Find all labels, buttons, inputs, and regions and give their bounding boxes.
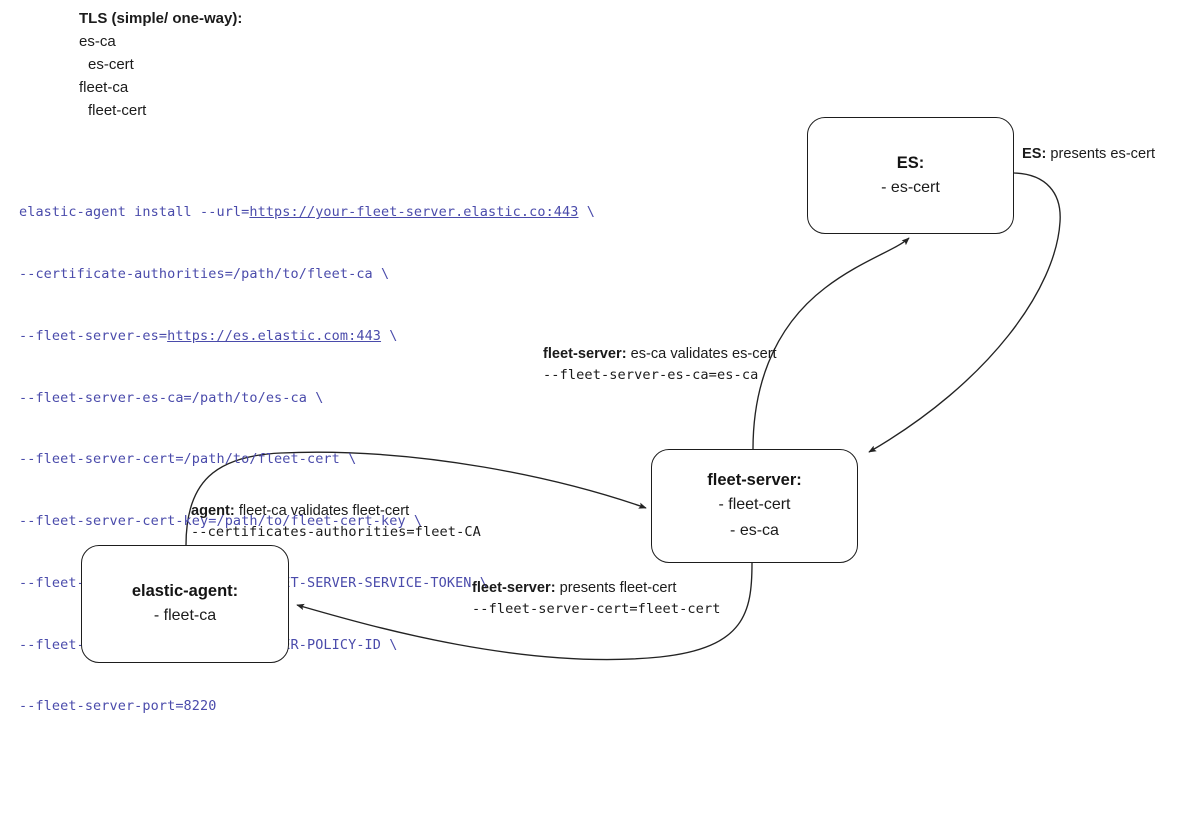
edge-label-flag: --fleet-server-cert=fleet-cert	[472, 601, 721, 617]
edge-label-text: presents es-cert	[1046, 146, 1156, 162]
node-fleet-server-line-0: - fleet-cert	[718, 496, 791, 513]
node-es-title: ES:	[896, 153, 925, 172]
legend-line-fleet-cert: fleet-cert	[88, 102, 147, 119]
code-line: --fleet-server-es=https://es.elastic.com…	[19, 327, 398, 344]
tls-legend: TLS (simple/ one-way): es-ca es-cert fle…	[79, 7, 242, 122]
legend-line-fleet-ca: fleet-ca	[79, 79, 129, 96]
code-line: --fleet-server-port=8220	[19, 698, 217, 715]
edge-label-actor: ES:	[1022, 146, 1047, 162]
edge-label-fleet-server-validates-es: fleet-server: es-ca validates es-cert --…	[543, 344, 777, 386]
code-line: --fleet-server-cert=/path/to/fleet-cert …	[19, 451, 357, 468]
edge-label-text: es-ca validates es-cert	[626, 346, 777, 362]
node-es-line-0: - es-cert	[881, 178, 940, 196]
code-line: --fleet-server-es-ca=/path/to/es-ca \	[19, 389, 324, 406]
node-elastic-agent-title: elastic-agent:	[131, 582, 239, 600]
node-elastic-agent-line-0: - fleet-ca	[153, 607, 217, 624]
edge-label-text: fleet-ca validates fleet-cert	[234, 503, 410, 519]
node-es[interactable]: ES: - es-cert	[807, 117, 1014, 234]
legend-line-es-ca: es-ca	[79, 33, 116, 50]
edge-label-actor: agent:	[191, 503, 235, 519]
edge-label-flag: --certificates-authorities=fleet-CA	[191, 524, 481, 540]
node-elastic-agent[interactable]: elastic-agent: - fleet-ca	[81, 545, 289, 663]
edge-label-flag: --fleet-server-es-ca=es-ca	[543, 367, 759, 383]
legend-title: TLS (simple/ one-way):	[79, 10, 243, 27]
edge-label-actor: fleet-server:	[472, 580, 556, 596]
edge-label-fleet-server-presents: fleet-server: presents fleet-cert --flee…	[472, 578, 721, 620]
node-fleet-server-title: fleet-server:	[707, 471, 802, 489]
code-line: --fleet-server-cert-key=/path/to/fleet-c…	[19, 513, 423, 530]
edge-agent-to-fleet-server	[185, 451, 647, 546]
edge-fleet-server-to-es	[752, 237, 910, 450]
edge-fleet-server-to-agent	[296, 562, 753, 661]
node-fleet-server-line-1: - es-ca	[730, 522, 779, 539]
edge-es-to-fleet-server	[868, 172, 1061, 453]
code-line: elastic-agent install --url=https://your…	[19, 204, 595, 221]
node-fleet-server[interactable]: fleet-server: - fleet-cert - es-ca	[651, 449, 858, 563]
edge-label-es-presents: ES: presents es-cert	[1022, 144, 1155, 165]
legend-line-es-cert: es-cert	[88, 56, 134, 73]
code-line: --certificate-authorities=/path/to/fleet…	[19, 265, 390, 282]
edge-label-actor: fleet-server:	[543, 346, 627, 362]
edge-label-agent-validates: agent: fleet-ca validates fleet-cert --c…	[191, 501, 481, 543]
edge-label-text: presents fleet-cert	[555, 580, 677, 596]
